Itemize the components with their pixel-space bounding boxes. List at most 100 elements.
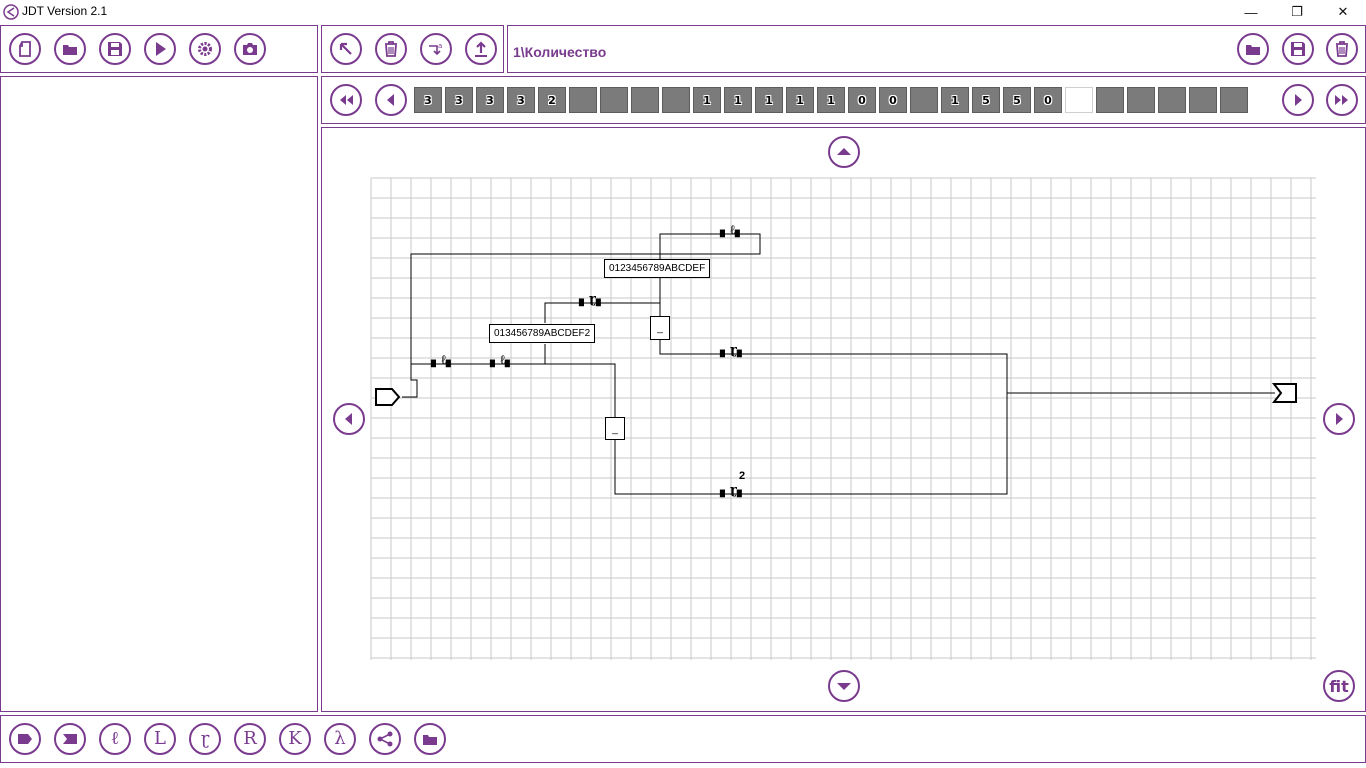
tape-cell-value: 0 xyxy=(889,93,897,107)
share-button[interactable] xyxy=(369,723,401,755)
tape-cell[interactable] xyxy=(1127,87,1155,113)
tape-cell[interactable]: 1 xyxy=(941,87,969,113)
tape-cell[interactable]: 1 xyxy=(817,87,845,113)
tape-cell[interactable] xyxy=(1096,87,1124,113)
tape-cell[interactable]: 1 xyxy=(724,87,752,113)
tape-cell[interactable] xyxy=(1158,87,1186,113)
side-panel xyxy=(0,76,318,712)
tape-cell[interactable] xyxy=(1189,87,1217,113)
script-r-button[interactable]: ɽ xyxy=(189,723,221,755)
trash-icon xyxy=(1336,41,1348,57)
tape-cell-value: 3 xyxy=(424,93,432,107)
start-shape-icon xyxy=(18,734,32,744)
down-arrow-icon xyxy=(837,683,851,690)
rename-button[interactable]: a xyxy=(420,33,452,65)
tape-cell[interactable]: 3 xyxy=(414,87,442,113)
tape-prev-button[interactable] xyxy=(375,84,407,116)
tape-cell[interactable] xyxy=(631,87,659,113)
tape-cell[interactable]: 3 xyxy=(507,87,535,113)
maximize-button[interactable]: ❐ xyxy=(1291,4,1303,19)
tape-cell-value: 1 xyxy=(703,93,711,107)
end-shape-button[interactable] xyxy=(54,723,86,755)
minus-node-1[interactable]: _ xyxy=(650,316,670,340)
start-shape-button[interactable] xyxy=(9,723,41,755)
left-arrow-icon xyxy=(345,413,352,425)
new-file-button[interactable] xyxy=(9,33,41,65)
path-label: 1\Количество xyxy=(513,44,607,60)
tape-next-button[interactable] xyxy=(1282,84,1314,116)
pointer-arrow-icon xyxy=(339,42,352,55)
tape-cell[interactable] xyxy=(910,87,938,113)
tape-cell-value: 1 xyxy=(796,93,804,107)
tape-cell[interactable] xyxy=(569,87,597,113)
tape-cell[interactable] xyxy=(1065,87,1093,113)
trash-icon xyxy=(385,41,397,57)
tape-cell[interactable] xyxy=(600,87,628,113)
tape-cell-value: 3 xyxy=(486,93,494,107)
tape-cell[interactable]: 3 xyxy=(476,87,504,113)
settings-icon xyxy=(198,42,212,56)
script-l-button[interactable]: ℓ xyxy=(99,723,131,755)
right-arrow-icon xyxy=(1336,413,1343,425)
run-button[interactable] xyxy=(144,33,176,65)
tape-cell-value: 3 xyxy=(455,93,463,107)
path-delete-button[interactable] xyxy=(1326,33,1358,65)
superscript-2: 2 xyxy=(739,470,746,482)
diagram-canvas[interactable] xyxy=(321,127,1366,712)
letter-k-icon: K xyxy=(288,728,302,749)
tape-cell[interactable]: 1 xyxy=(755,87,783,113)
share-icon xyxy=(377,731,393,747)
tape-cell[interactable]: 0 xyxy=(1034,87,1062,113)
node-hex-2[interactable]: 013456789ABCDEF2 xyxy=(489,324,596,343)
tape-cell[interactable]: 5 xyxy=(1003,87,1031,113)
tape-cell[interactable]: 0 xyxy=(879,87,907,113)
letter-r-button[interactable]: R xyxy=(234,723,266,755)
letter-k-button[interactable]: K xyxy=(279,723,311,755)
tape-cell[interactable]: 2 xyxy=(538,87,566,113)
scroll-left-button[interactable] xyxy=(333,403,365,435)
lambda-button[interactable]: λ xyxy=(324,723,356,755)
tape-forward-button[interactable] xyxy=(1326,84,1358,116)
save-icon xyxy=(1291,42,1305,56)
script-l-icon: ℓ xyxy=(110,728,120,749)
folder-button[interactable] xyxy=(414,723,446,755)
open-folder-icon xyxy=(1246,45,1260,55)
path-bar xyxy=(507,25,1366,73)
tape-cell-value: 0 xyxy=(1044,93,1052,107)
tape-cell[interactable]: 1 xyxy=(786,87,814,113)
minus-node-2[interactable]: _ xyxy=(605,417,625,440)
upload-button[interactable] xyxy=(465,33,497,65)
save-button[interactable] xyxy=(99,33,131,65)
tape-cell[interactable] xyxy=(662,87,690,113)
app-title: JDT Version 2.1 xyxy=(22,4,108,18)
fit-button[interactable]: fit xyxy=(1323,670,1355,702)
tape-rewind-button[interactable] xyxy=(330,84,362,116)
delete-button[interactable] xyxy=(375,33,407,65)
scroll-right-button[interactable] xyxy=(1323,403,1355,435)
settings-button[interactable] xyxy=(189,33,221,65)
path-save-button[interactable] xyxy=(1282,33,1314,65)
open-folder-button[interactable] xyxy=(54,33,86,65)
tape-cell[interactable]: 5 xyxy=(972,87,1000,113)
up-arrow-icon xyxy=(837,148,851,155)
tape-cell[interactable]: 3 xyxy=(445,87,473,113)
tape-cell[interactable]: 0 xyxy=(848,87,876,113)
tape-cell-value: 1 xyxy=(734,93,742,107)
title-bar: JDT Version 2.1 — ❐ ✕ xyxy=(0,0,1366,24)
camera-button[interactable] xyxy=(234,33,266,65)
minimize-button[interactable]: — xyxy=(1244,4,1258,20)
select-button[interactable] xyxy=(330,33,362,65)
scroll-down-button[interactable] xyxy=(828,670,860,702)
letter-l-button[interactable]: L xyxy=(144,723,176,755)
lambda-icon: λ xyxy=(334,728,346,749)
close-button[interactable]: ✕ xyxy=(1337,4,1349,19)
path-open-button[interactable] xyxy=(1237,33,1269,65)
run-icon xyxy=(156,42,166,56)
scroll-up-button[interactable] xyxy=(828,136,860,168)
double-right-icon xyxy=(1335,95,1348,105)
node-hex-1[interactable]: 0123456789ABCDEF xyxy=(604,259,711,278)
app-logo-icon xyxy=(3,4,19,20)
tape-cell[interactable] xyxy=(1220,87,1248,113)
tape-cell[interactable]: 1 xyxy=(693,87,721,113)
tape-cell-value: 5 xyxy=(1013,93,1021,107)
